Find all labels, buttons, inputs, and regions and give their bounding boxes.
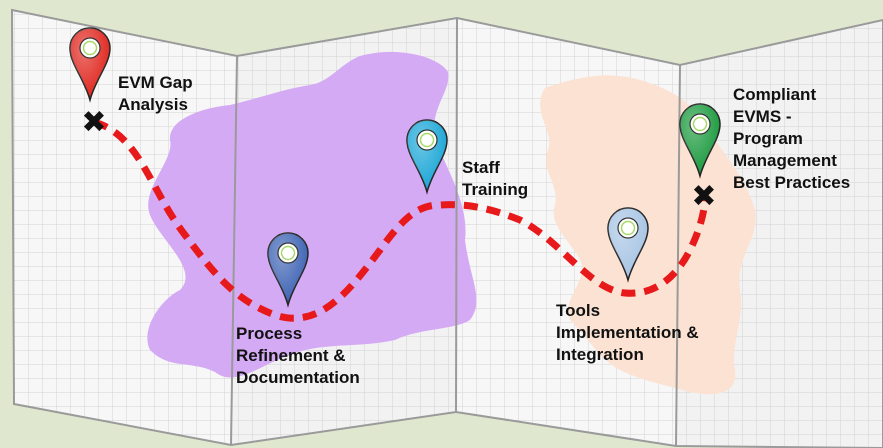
pin-gap-analysis-icon	[69, 27, 111, 103]
milestone-label-gap-analysis: EVM Gap Analysis	[118, 73, 193, 114]
pin-compliant-evms-icon	[679, 103, 721, 179]
fold-lines	[10, 8, 883, 448]
milestone-label-compliant-evms: Compliant EVMS - Program Management Best…	[733, 85, 851, 192]
purple-region	[147, 51, 477, 378]
pin-process-refinement-icon	[267, 232, 309, 308]
pin-staff-training-icon	[406, 119, 448, 195]
start-marker-icon: ✖	[81, 105, 106, 140]
milestone-label-process-refinement: Process Refinement & Documentation	[236, 324, 360, 387]
milestone-pins	[69, 27, 721, 308]
pin-tools-implementation-icon	[607, 207, 649, 283]
milestone-label-tools-implementation: Tools Implementation & Integration	[556, 301, 699, 364]
route-path	[92, 118, 709, 322]
end-marker-icon: ✖	[691, 179, 716, 214]
milestone-label-staff-training: Staff Training	[462, 158, 529, 199]
